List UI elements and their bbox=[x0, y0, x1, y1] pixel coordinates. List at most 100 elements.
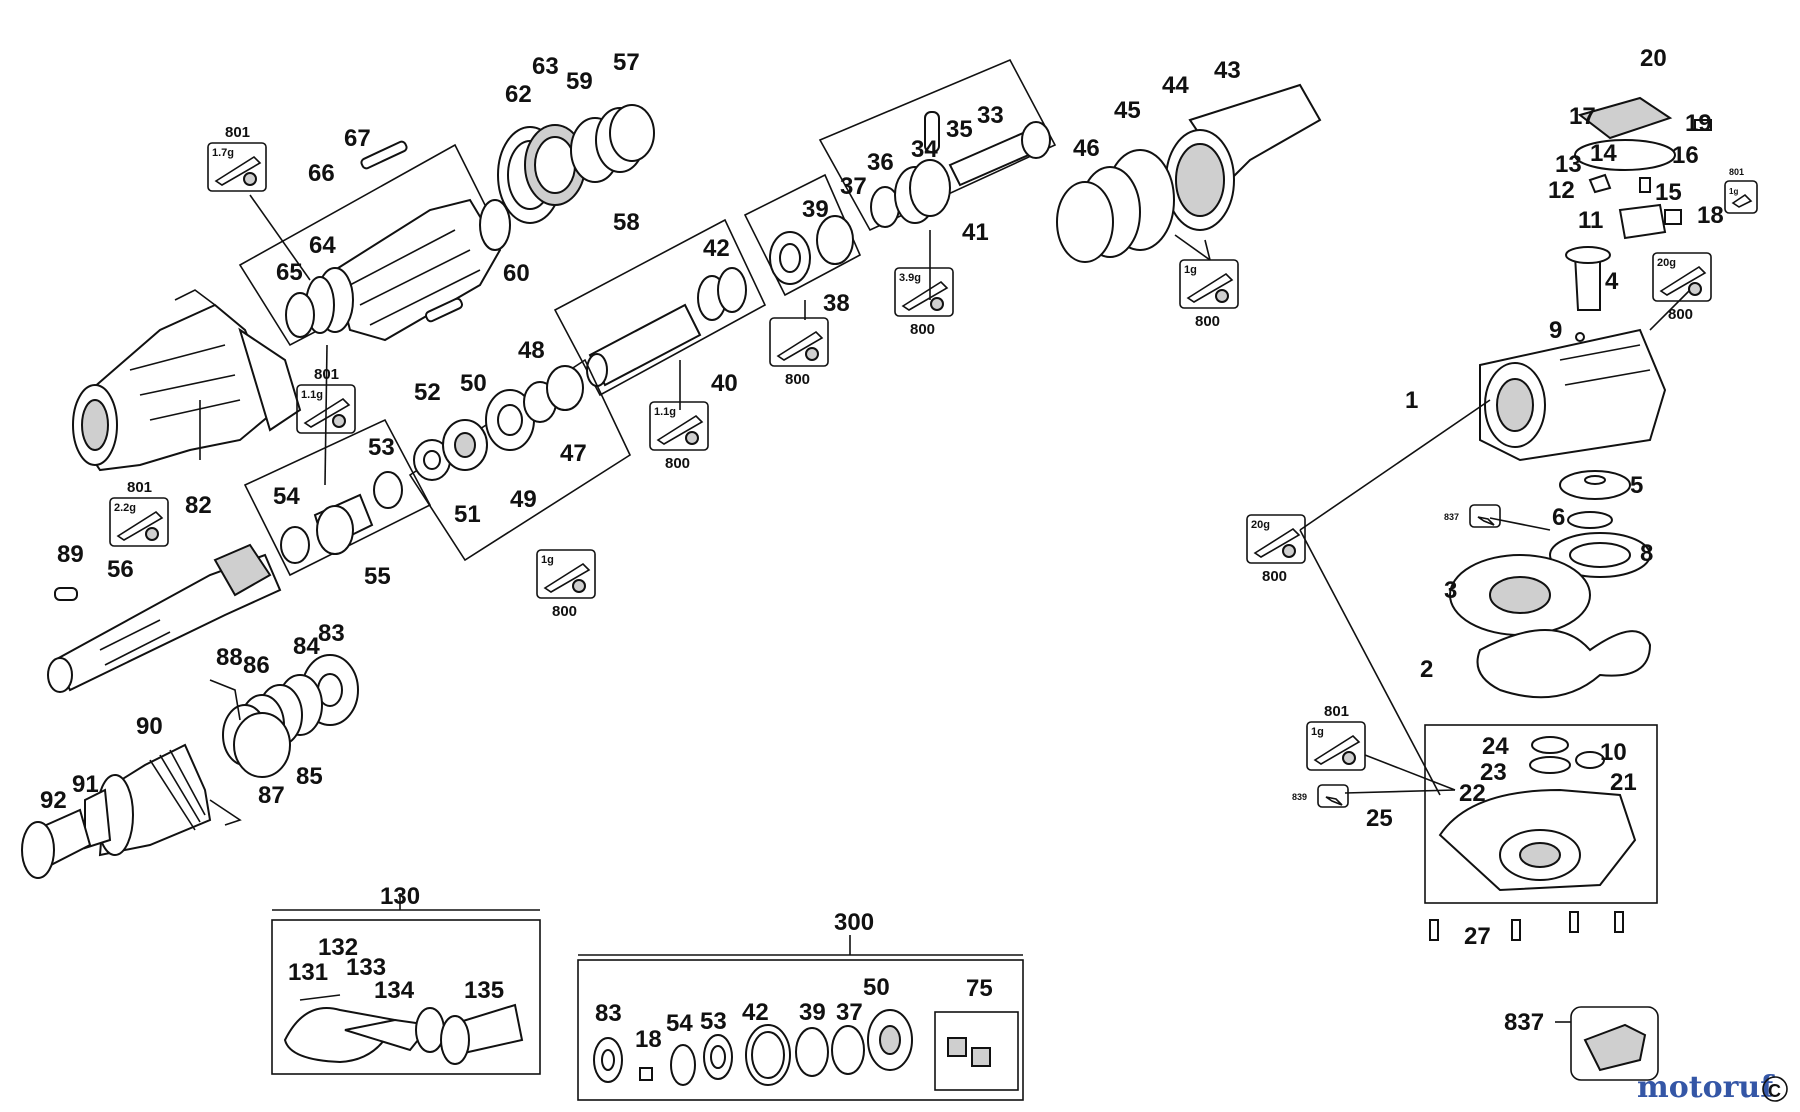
box-25-gear-cover bbox=[1424, 724, 1658, 904]
kit-code-label: 800 bbox=[910, 321, 935, 338]
ring-icon bbox=[332, 414, 346, 428]
kit-bag-frame bbox=[1306, 721, 1366, 771]
ring-icon bbox=[1282, 544, 1296, 558]
kit-bag-k800d: 3.9g 800 bbox=[894, 267, 954, 338]
kit-code-label: 800 bbox=[665, 455, 690, 472]
part-number-label: 3 bbox=[1444, 577, 1457, 604]
part-number-label: 130 bbox=[380, 883, 420, 910]
grease-tube-icon bbox=[303, 397, 351, 428]
kit-bag-frame bbox=[1179, 259, 1239, 309]
kit-code-label: 800 bbox=[1195, 313, 1220, 330]
kit-weight-label: 1g bbox=[1311, 726, 1324, 738]
part-number-label: 54 bbox=[666, 1010, 693, 1037]
part-number-label: 23 bbox=[1480, 759, 1507, 786]
part-number-label: 11 bbox=[1578, 207, 1603, 234]
part-number-label: 83 bbox=[318, 620, 345, 647]
part-number-label: 53 bbox=[700, 1008, 727, 1035]
box-837-carbon-brush-kit bbox=[1555, 1006, 1659, 1081]
part-number-label: 50 bbox=[460, 370, 487, 397]
part-number-label: 50 bbox=[863, 974, 890, 1001]
box-49-clutch-assembly bbox=[408, 358, 632, 562]
part-number-label: 82 bbox=[185, 492, 212, 519]
kit-bag-frame bbox=[536, 549, 596, 599]
part-number-label: 53 bbox=[368, 434, 395, 461]
part-number-label: 51 bbox=[454, 501, 481, 528]
kit-bag-frame bbox=[1469, 504, 1501, 528]
part-number-label: 131 bbox=[288, 959, 328, 986]
kit-bag-frame bbox=[649, 401, 709, 451]
grease-tube-icon bbox=[1313, 734, 1361, 765]
part-number-label: 67 bbox=[344, 125, 371, 152]
part-56-spindle bbox=[47, 543, 282, 693]
ring-icon bbox=[572, 579, 586, 593]
part-number-label: 92 bbox=[40, 787, 67, 814]
part-number-label: 55 bbox=[364, 563, 391, 590]
part-number-label: 21 bbox=[1610, 769, 1637, 796]
part-number-label: 25 bbox=[1366, 805, 1393, 832]
kit-weight-label: 3.9g bbox=[899, 272, 921, 284]
kit-weight-label: 2.2g bbox=[114, 502, 136, 514]
part-number-label: 18 bbox=[635, 1026, 662, 1053]
part-number-label: 20 bbox=[1640, 45, 1667, 72]
part-number-label: 90 bbox=[136, 713, 163, 740]
ring-icon bbox=[243, 172, 257, 186]
grease-tube-icon bbox=[1186, 272, 1234, 303]
ring-icon bbox=[685, 431, 699, 445]
part-number-label: 83 bbox=[595, 1000, 622, 1027]
part-number-label: 12 bbox=[1548, 177, 1575, 204]
part-number-label: 41 bbox=[962, 219, 989, 246]
part-number-label: 43 bbox=[1214, 57, 1241, 84]
box-40-piston-assembly bbox=[553, 218, 767, 397]
kit-bag-k801e: 1g 801 bbox=[1724, 167, 1758, 214]
part-number-label: 17 bbox=[1569, 103, 1596, 130]
part-number-label: 10 bbox=[1600, 739, 1627, 766]
kit-code-label: 839 bbox=[1292, 792, 1307, 802]
part-number-label: 57 bbox=[613, 49, 640, 76]
part-number-label: 42 bbox=[742, 999, 769, 1026]
part-number-label: 133 bbox=[346, 954, 386, 981]
part-number-label: 40 bbox=[711, 370, 738, 397]
part-number-label: 134 bbox=[374, 977, 415, 1004]
part-number-label: 85 bbox=[296, 763, 323, 790]
parts-11-20-cover-switch bbox=[1574, 96, 1712, 240]
part-number-label: 84 bbox=[293, 633, 320, 660]
parts-43-46-gear-bearing bbox=[1056, 83, 1322, 263]
watermark: motoruf bbox=[1637, 1070, 1775, 1105]
ring-icon bbox=[805, 347, 819, 361]
kit-weight-label: 1.1g bbox=[301, 389, 323, 401]
part-89-pin bbox=[54, 587, 78, 601]
kit-code-label: 801 bbox=[1729, 167, 1744, 177]
kit-weight-label: 1g bbox=[1729, 187, 1738, 196]
part-number-label: 56 bbox=[107, 556, 134, 583]
part-number-label: 15 bbox=[1655, 179, 1682, 206]
kit-code-label: 800 bbox=[1668, 306, 1693, 323]
parts-2-3-5-6-8-gears bbox=[1449, 470, 1652, 699]
kit-bag-frame bbox=[894, 267, 954, 317]
kit-bag-frame bbox=[109, 497, 169, 547]
part-number-label: 91 bbox=[72, 771, 99, 798]
parts-27-screws bbox=[1429, 911, 1624, 941]
kit-bag-k839: 839 bbox=[1292, 784, 1349, 808]
part-number-label: 9 bbox=[1549, 317, 1562, 344]
part-67-screw bbox=[360, 140, 408, 170]
part-82-front-housing bbox=[72, 289, 302, 472]
ring-icon bbox=[1688, 282, 1702, 296]
kit-code-label: 800 bbox=[785, 371, 810, 388]
part-number-label: 39 bbox=[799, 999, 826, 1026]
kit-weight-label: 1g bbox=[541, 554, 554, 566]
part-number-label: 64 bbox=[309, 232, 336, 259]
part-number-label: 16 bbox=[1672, 142, 1699, 169]
part-number-label: 88 bbox=[216, 644, 243, 671]
part-4-crankshaft bbox=[1565, 246, 1611, 342]
grease-tube-icon bbox=[116, 510, 164, 541]
part-number-label: 24 bbox=[1482, 733, 1509, 760]
part-number-label: 63 bbox=[532, 53, 559, 80]
part-number-label: 49 bbox=[510, 486, 537, 513]
kit-weight-label: 1g bbox=[1184, 264, 1197, 276]
box-66-assembly bbox=[238, 143, 511, 347]
kit-bag-k837: 837 bbox=[1444, 504, 1501, 528]
